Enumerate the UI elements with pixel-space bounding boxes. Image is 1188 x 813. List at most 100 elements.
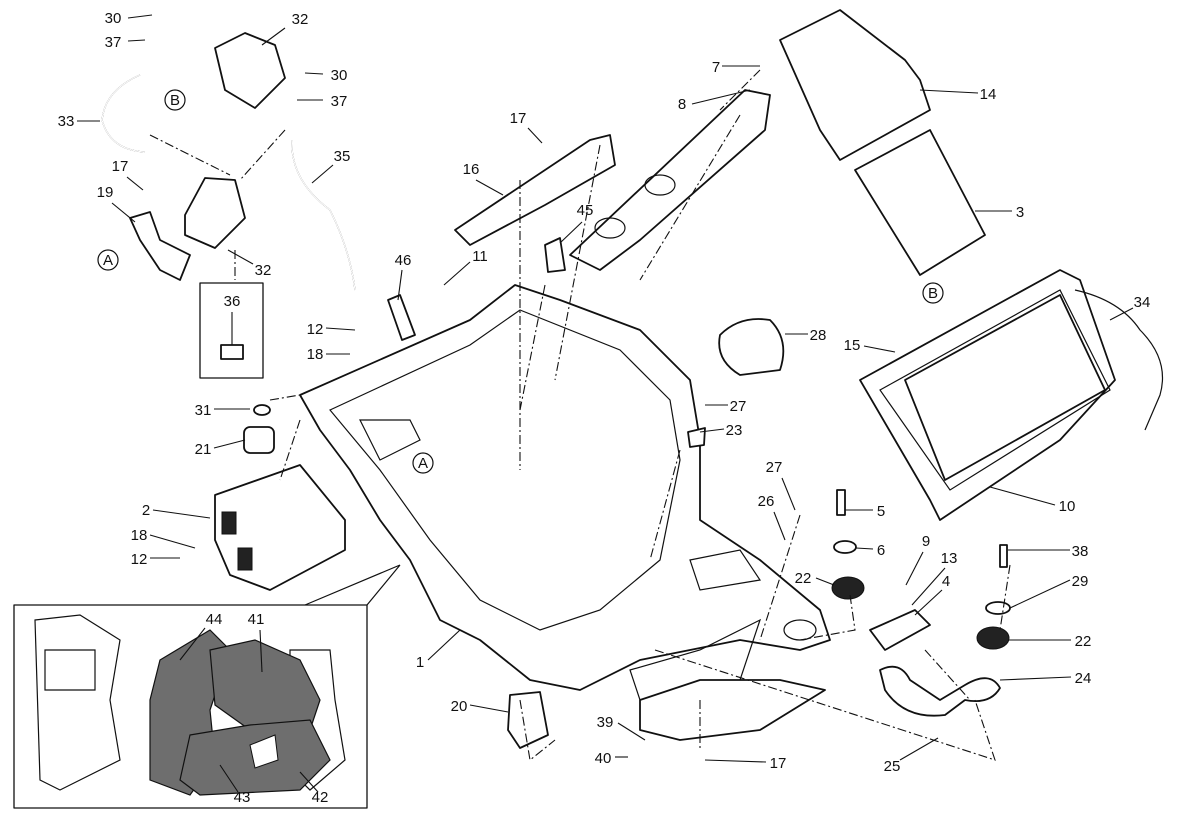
callout-8: 8 — [678, 96, 686, 113]
callout-16: 16 — [463, 161, 480, 178]
callout-32: 32 — [292, 11, 309, 28]
leader-line — [443, 261, 471, 286]
callout-24: 24 — [1075, 670, 1092, 687]
callout-38: 38 — [1072, 543, 1089, 560]
undertray-frame — [299, 284, 831, 701]
leader-line — [149, 534, 196, 549]
bracket-39 — [639, 679, 826, 741]
leader-line — [527, 127, 543, 144]
leader-line — [855, 547, 874, 550]
plug-20 — [507, 691, 549, 749]
leader-line — [261, 27, 286, 46]
callout-1: 1 — [416, 654, 424, 671]
callout-28: 28 — [810, 327, 827, 344]
cover-32 — [214, 32, 286, 109]
leader-line — [911, 567, 946, 606]
callout-12: 12 — [307, 321, 324, 338]
leader-line — [311, 164, 334, 184]
callout-15: 15 — [844, 337, 861, 354]
leader-line — [475, 179, 504, 196]
leader-line — [469, 704, 509, 713]
leader-line — [213, 439, 246, 449]
callout-34: 34 — [1134, 294, 1151, 311]
callout-35: 35 — [334, 148, 351, 165]
callout-13: 13 — [941, 550, 958, 567]
callout-26: 26 — [758, 493, 775, 510]
bracket-16 — [454, 134, 616, 246]
leader-line — [179, 627, 206, 661]
callout-20: 20 — [451, 698, 468, 715]
callout-22: 22 — [795, 570, 812, 587]
leader-line — [1109, 307, 1134, 321]
callout-3: 3 — [1016, 204, 1024, 221]
leader-line — [999, 676, 1072, 681]
reference-marker-circle — [164, 89, 186, 111]
callout-2: 2 — [142, 502, 150, 519]
callout-39: 39 — [597, 714, 614, 731]
callout-18: 18 — [131, 527, 148, 544]
reference-marker-A: A — [103, 252, 113, 269]
leader-line — [126, 176, 144, 191]
callout-17: 17 — [112, 158, 129, 175]
latch-4 — [869, 609, 931, 651]
callout-30: 30 — [331, 67, 348, 84]
leader-line — [989, 486, 1056, 506]
callout-37: 37 — [331, 93, 348, 110]
callout-10: 10 — [1059, 498, 1076, 515]
leader-line — [914, 589, 943, 616]
cover-28 — [718, 318, 785, 376]
bracket-24 — [879, 665, 1001, 717]
callout-6: 6 — [877, 542, 885, 559]
callout-36: 36 — [224, 293, 241, 310]
reference-marker-circle — [412, 452, 434, 474]
reference-marker-B: B — [928, 285, 938, 302]
leader-line — [773, 511, 786, 541]
callout-7: 7 — [712, 59, 720, 76]
damper-21 — [243, 426, 275, 454]
reference-marker-B: B — [170, 92, 180, 109]
callout-18: 18 — [307, 346, 324, 363]
callout-44: 44 — [206, 611, 223, 628]
callout-17: 17 — [770, 755, 787, 772]
leader-line — [919, 89, 979, 94]
leader-line — [704, 759, 767, 763]
leader-line — [397, 269, 403, 301]
leader-line — [899, 737, 939, 761]
callout-30: 30 — [105, 10, 122, 27]
leader-line — [299, 771, 319, 793]
callout-27: 27 — [766, 459, 783, 476]
reference-marker-circle — [922, 282, 944, 304]
callout-42: 42 — [312, 789, 329, 806]
callout-45: 45 — [577, 202, 594, 219]
support-8 — [569, 89, 771, 271]
leader-line — [617, 722, 646, 741]
callout-40: 40 — [595, 750, 612, 767]
leader-line — [227, 249, 254, 265]
callout-11: 11 — [472, 248, 488, 265]
leader-line — [815, 577, 835, 586]
callout-21: 21 — [195, 441, 212, 458]
cover-3 — [854, 129, 986, 276]
callout-17: 17 — [510, 110, 527, 127]
relay-32 — [184, 177, 246, 249]
callout-41: 41 — [248, 611, 265, 628]
callout-46: 46 — [395, 252, 412, 269]
leader-line — [152, 509, 211, 519]
callout-4: 4 — [942, 573, 950, 590]
inset-detail — [13, 564, 401, 809]
callout-31: 31 — [195, 402, 212, 419]
reference-marker-A: A — [418, 455, 428, 472]
leader-line — [127, 39, 146, 42]
cover-41 — [209, 639, 321, 731]
cover-14 — [779, 9, 931, 161]
leader-line — [699, 428, 725, 433]
callout-32: 32 — [255, 262, 272, 279]
reference-marker-circle — [97, 249, 119, 271]
leader-line — [219, 764, 239, 793]
callout-33: 33 — [58, 113, 75, 130]
leader-line — [259, 629, 263, 673]
battery-10 — [904, 294, 1106, 481]
callout-5: 5 — [877, 503, 885, 520]
